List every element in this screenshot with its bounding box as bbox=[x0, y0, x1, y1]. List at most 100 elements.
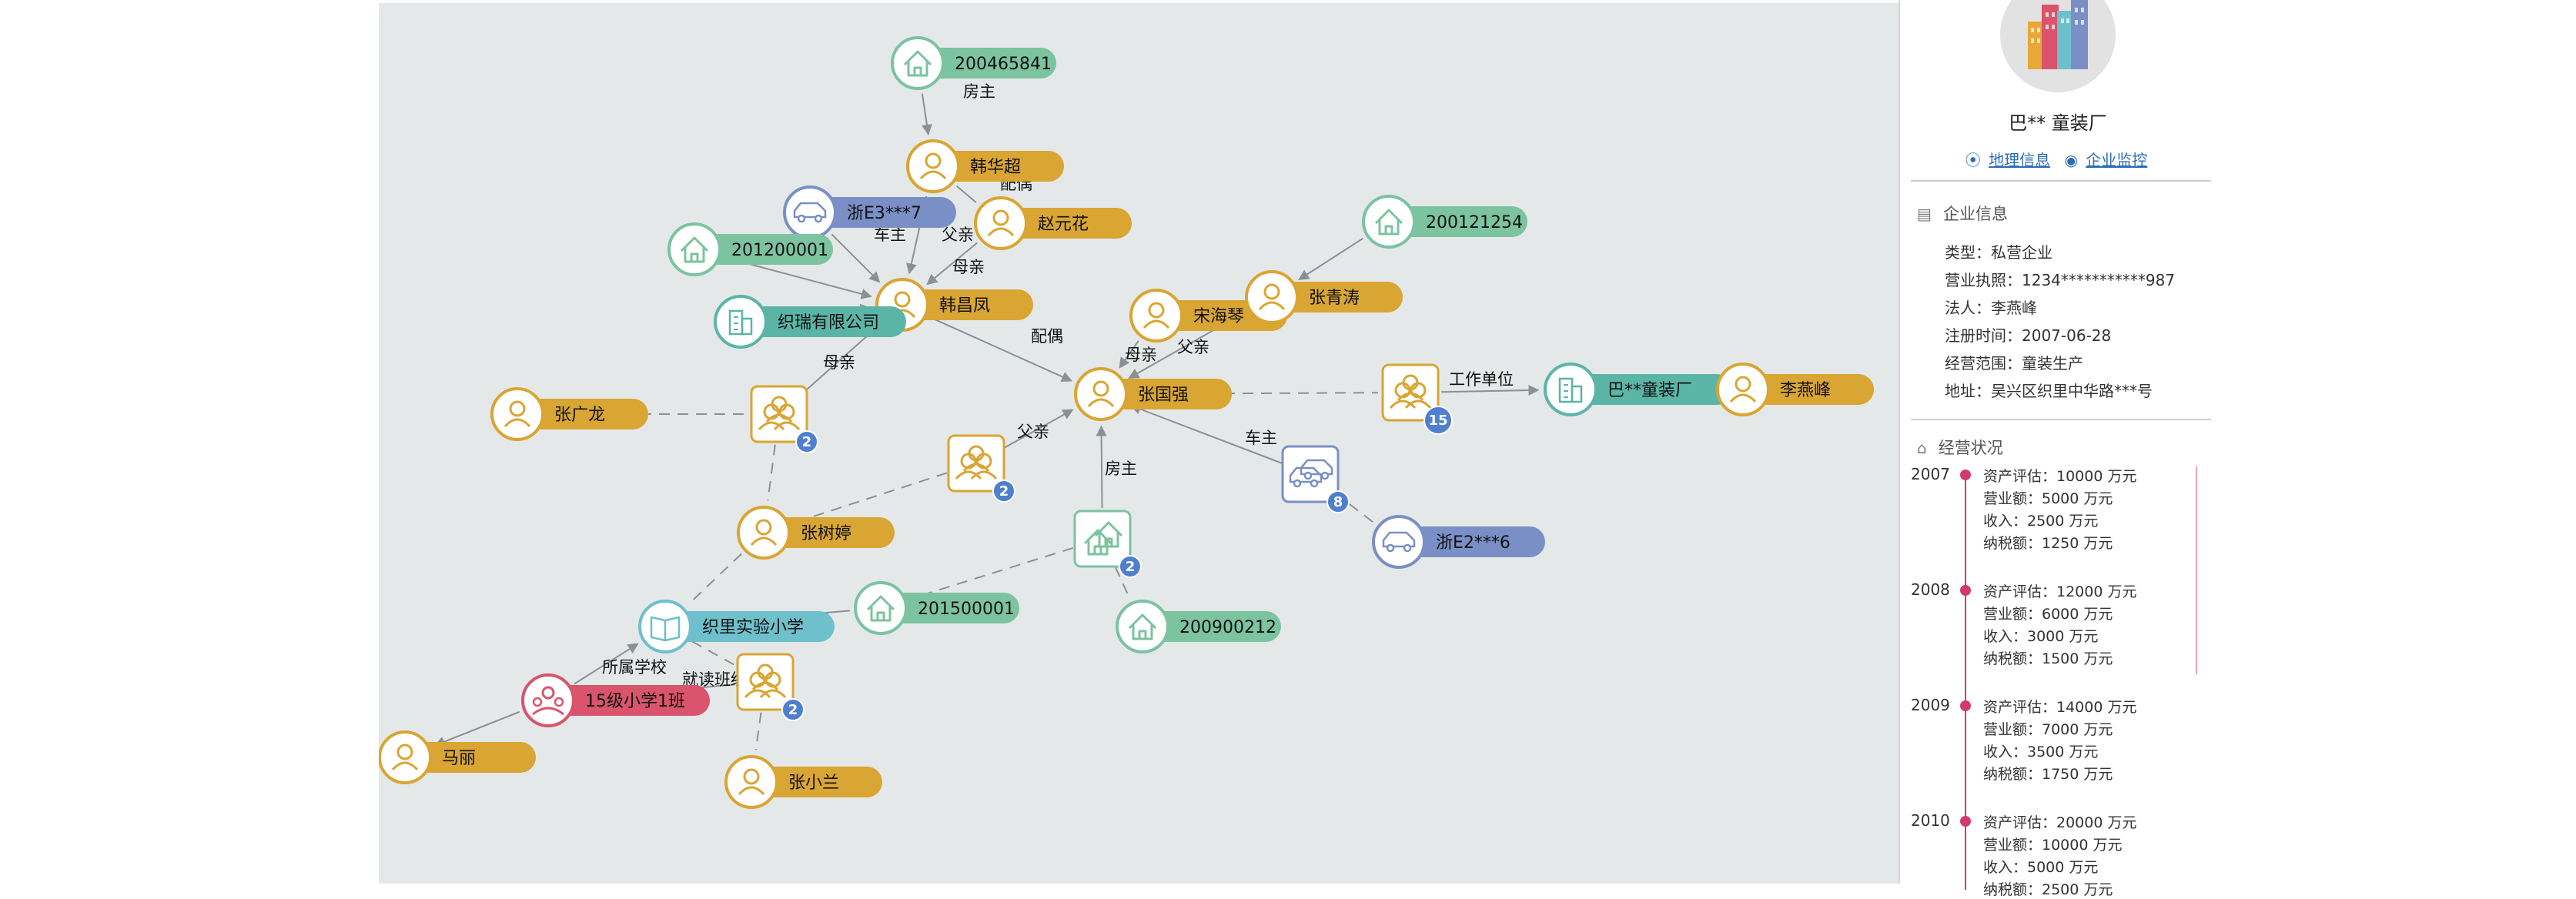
graph-node[interactable]: 张小兰 bbox=[724, 755, 882, 809]
count-badge bbox=[1326, 490, 1350, 513]
node-label: 张小兰 bbox=[788, 774, 839, 793]
node-circle bbox=[1372, 515, 1426, 569]
graph-node[interactable]: 韩华超 bbox=[906, 139, 1064, 193]
node-label: 韩华超 bbox=[970, 158, 1021, 177]
count-badge bbox=[795, 430, 818, 453]
graph-node[interactable]: 2 bbox=[1073, 510, 1142, 578]
timeline-year: 2010 bbox=[1911, 811, 1950, 830]
count-badge-text: 2 bbox=[999, 483, 1009, 500]
graph-node[interactable]: 2 bbox=[750, 385, 818, 453]
count-badge bbox=[781, 698, 805, 721]
timeline-metric: 纳税额：1250 万元 bbox=[1983, 535, 2113, 552]
graph-node[interactable]: 15 bbox=[1381, 363, 1453, 435]
graph-node[interactable]: 8 bbox=[1281, 445, 1350, 513]
timeline-dot bbox=[1960, 470, 1971, 480]
timeline-metric: 收入：5000 万元 bbox=[1983, 859, 2099, 876]
company-monitor-link[interactable]: 企业监控 bbox=[2086, 151, 2148, 169]
graph-canvas[interactable]: 房主配偶车主父亲母亲母亲配偶母亲父亲父亲工作单位车主房主所属学校就读班级2004… bbox=[379, 3, 1899, 884]
timeline-metric: 纳税额：1750 万元 bbox=[1983, 766, 2113, 783]
edge-label: 父亲 bbox=[1177, 338, 1209, 356]
car-icon bbox=[793, 202, 827, 223]
node-pill bbox=[1751, 374, 1874, 405]
edge-line bbox=[926, 242, 978, 286]
edge-line bbox=[794, 472, 948, 523]
car-group-icon bbox=[1289, 459, 1333, 488]
house-icon bbox=[866, 595, 895, 622]
node-label: 200900212 bbox=[1179, 618, 1276, 637]
graph-node[interactable]: 张树婷 bbox=[737, 506, 895, 560]
edge-line bbox=[1129, 403, 1282, 464]
node-label: 201200001 bbox=[731, 241, 828, 260]
node-circle bbox=[737, 506, 791, 560]
node-pill bbox=[1280, 282, 1403, 312]
count-badge bbox=[992, 480, 1015, 503]
graph-node[interactable]: 宋海琴 bbox=[1129, 289, 1287, 343]
status-section-header: ⌂ 经营状况 bbox=[1917, 436, 2003, 459]
graph-node[interactable]: 织里实验小学 bbox=[638, 600, 835, 653]
timeline-scrollbar[interactable] bbox=[2196, 466, 2197, 674]
graph-node[interactable]: 200465841 bbox=[891, 36, 1056, 90]
node-circle bbox=[521, 673, 575, 727]
edge-line bbox=[1298, 237, 1363, 281]
edge-label: 母亲 bbox=[1125, 346, 1157, 364]
info-row: 地址：吴兴区织里中华路***号 bbox=[1945, 382, 2153, 400]
node-circle bbox=[1074, 367, 1128, 421]
graph-node[interactable]: 张国强 bbox=[1074, 367, 1232, 421]
graph-node[interactable]: 织瑞有限公司 bbox=[714, 295, 906, 349]
edge-label: 工作单位 bbox=[1449, 370, 1514, 389]
graph-node[interactable]: 15级小学1班 bbox=[521, 673, 710, 727]
graph-node[interactable]: 200900212 bbox=[1116, 600, 1281, 653]
graph-node[interactable]: 2 bbox=[947, 434, 1015, 503]
graph-node[interactable]: 201500001 bbox=[854, 581, 1019, 635]
book-icon bbox=[650, 616, 681, 642]
edge-line bbox=[955, 185, 977, 203]
company-name: 巴** 童装厂 bbox=[2009, 112, 2107, 134]
node-circle bbox=[1245, 270, 1299, 324]
person-icon bbox=[503, 400, 531, 428]
graph-node[interactable]: 张广龙 bbox=[490, 387, 648, 441]
company-logo bbox=[2000, 0, 2116, 92]
info-row: 经营范围：童装生产 bbox=[1945, 354, 2083, 373]
panel-links: ⦿ 地理信息 ◉ 企业监控 bbox=[1900, 148, 2216, 170]
edge-line bbox=[801, 325, 879, 395]
timeline-metric: 资产评估：20000 万元 bbox=[1983, 814, 2137, 831]
graph-node[interactable]: 201200001 bbox=[667, 222, 833, 276]
node-label: 马丽 bbox=[442, 749, 476, 768]
timeline-metric: 收入：2500 万元 bbox=[1983, 513, 2099, 530]
divider bbox=[1911, 180, 2211, 182]
person-icon bbox=[1258, 283, 1286, 311]
graph-node[interactable]: 李燕峰 bbox=[1716, 363, 1874, 416]
group-box bbox=[1073, 510, 1132, 568]
graph-node[interactable]: 浙E2***6 bbox=[1372, 515, 1545, 569]
node-pill bbox=[1109, 379, 1232, 409]
geo-info-link[interactable]: 地理信息 bbox=[1989, 151, 2051, 169]
id-card-icon: ▤ bbox=[1917, 205, 1932, 223]
house-icon bbox=[903, 50, 932, 77]
node-circle bbox=[891, 36, 945, 90]
node-circle bbox=[854, 581, 908, 635]
node-pill bbox=[771, 517, 895, 548]
graph-node[interactable]: 浙E3***7 bbox=[783, 185, 956, 239]
graph-node[interactable]: 马丽 bbox=[379, 730, 536, 784]
home-icon: ⌂ bbox=[1917, 439, 1927, 457]
graph-node[interactable]: 2 bbox=[736, 653, 805, 721]
edge-line bbox=[1002, 409, 1074, 450]
edge-label: 母亲 bbox=[823, 353, 855, 372]
timeline-metric: 营业额：7000 万元 bbox=[1983, 721, 2113, 738]
timeline-metric: 资产评估：10000 万元 bbox=[1983, 468, 2137, 485]
count-badge-text: 2 bbox=[1126, 559, 1136, 575]
count-badge bbox=[1423, 406, 1453, 435]
node-pill bbox=[925, 48, 1056, 79]
node-circle bbox=[667, 222, 721, 276]
node-circle bbox=[1716, 363, 1770, 416]
graph-node[interactable]: 巴**童装厂 bbox=[1544, 363, 1732, 416]
edge-label: 所属学校 bbox=[602, 658, 667, 677]
timeline-metric: 收入：3000 万元 bbox=[1983, 628, 2099, 645]
graph-node[interactable]: 200121254 bbox=[1362, 195, 1527, 249]
node-label: 浙E2***6 bbox=[1436, 533, 1510, 553]
graph-node[interactable]: 张青涛 bbox=[1245, 270, 1403, 324]
edge-label: 房主 bbox=[963, 82, 995, 101]
graph-node[interactable]: 赵元花 bbox=[974, 196, 1132, 250]
node-circle bbox=[724, 755, 778, 809]
